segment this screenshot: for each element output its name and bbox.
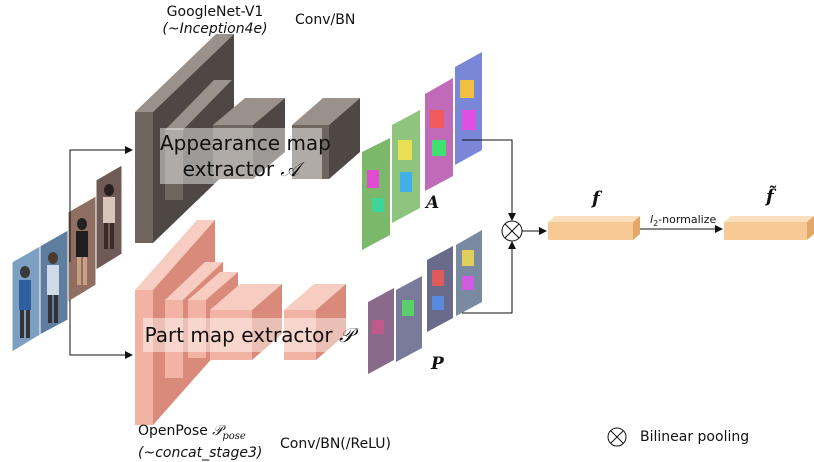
googlenet-layer: (~Inception4e) (162, 21, 268, 37)
part-text: Part map extractor (144, 323, 333, 347)
conv-bn-top-label: Conv/BN (295, 12, 356, 28)
feature-p-label: P (431, 354, 444, 374)
openpose-label: OpenPose 𝒫pose (~concat_stage3) (138, 423, 262, 462)
part-feature-maps (368, 230, 482, 374)
feature-vector-f-tilde (724, 216, 814, 240)
legend-bilinear-symbol (607, 427, 627, 447)
conv-bn-bottom-label: Conv/BN(/ReLU) (280, 436, 391, 452)
appearance-line2: extractor 𝒜 (182, 157, 300, 181)
appearance-extractor (135, 34, 360, 243)
part-label-panel (143, 318, 355, 352)
appearance-label-panel (160, 128, 322, 184)
googlenet-label: GoogleNet-V1 (~Inception4e) (160, 4, 270, 38)
openpose-layer: (~concat_stage3) (138, 444, 263, 461)
normalize-label: l2-normalize (650, 213, 717, 229)
openpose-name-line: OpenPose 𝒫pose (138, 423, 246, 442)
appearance-extractor-label: Appearance map extractor 𝒜 (160, 130, 331, 182)
f-label: f (592, 188, 600, 209)
f-tilde-label: f̃ (766, 186, 774, 207)
arrow-p-to-pool (462, 241, 516, 314)
part-symbol: 𝒫 (338, 323, 354, 347)
feature-vector-f (548, 216, 640, 240)
input-images (11, 164, 123, 353)
feature-a-label: A (426, 193, 440, 213)
input-arrows (69, 146, 133, 359)
part-extractor (135, 220, 355, 425)
legend-bilinear-text: Bilinear pooling (640, 429, 750, 445)
appearance-line1: Appearance map (160, 131, 331, 155)
pooling-connections (462, 139, 723, 314)
part-extractor-label: Part map extractor 𝒫 (143, 322, 355, 348)
appearance-symbol: 𝒜 (280, 157, 300, 181)
googlenet-name: GoogleNet-V1 (166, 4, 264, 20)
arrow-a-to-pool (462, 139, 516, 221)
arrow-to-appearance (69, 146, 133, 262)
arrow-to-part (69, 300, 133, 359)
appearance-feature-maps (362, 52, 482, 250)
